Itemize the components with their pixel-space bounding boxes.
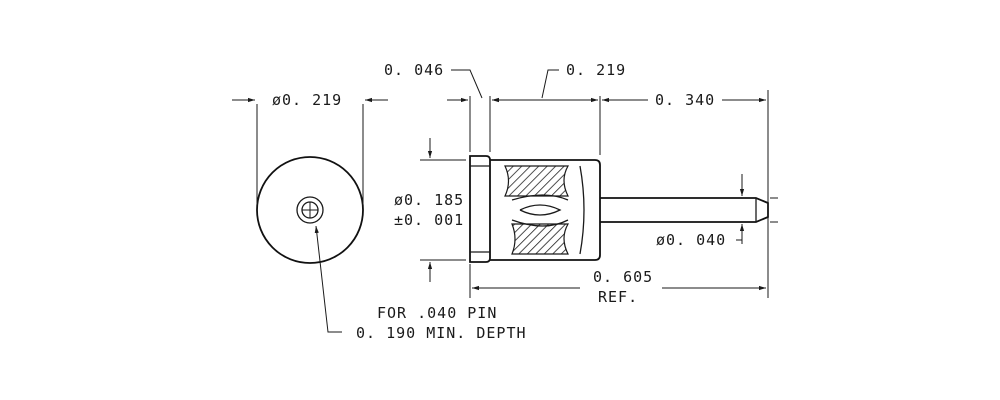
socket-hole-outer xyxy=(296,196,324,224)
end-view-outer-circle xyxy=(256,156,364,264)
body-diameter-value-label: ø0. 185 xyxy=(394,191,464,209)
end-view: ø0. 219 xyxy=(232,91,388,333)
socket-note-line1: FOR .040 PIN xyxy=(377,304,497,322)
flange-width-label: 0. 046 xyxy=(384,61,444,79)
body-length-label: 0. 219 xyxy=(566,61,626,79)
hatched-section-lower xyxy=(511,223,570,255)
overall-length-note: REF. xyxy=(598,288,638,306)
socket-note-line2: 0. 190 MIN. DEPTH xyxy=(356,324,527,342)
body xyxy=(490,159,601,261)
pin xyxy=(600,197,769,223)
pin-length-label: 0. 340 xyxy=(655,91,715,109)
body-diameter-tolerance-label: ±0. 001 xyxy=(394,211,464,229)
side-view xyxy=(469,155,769,263)
overall-length-label: 0. 605 xyxy=(593,268,653,286)
hatched-section-upper xyxy=(504,165,570,197)
flange xyxy=(469,155,491,263)
pin-diameter-label: ø0. 040 xyxy=(656,231,726,249)
end-view-diameter-label: ø0. 219 xyxy=(272,91,342,109)
